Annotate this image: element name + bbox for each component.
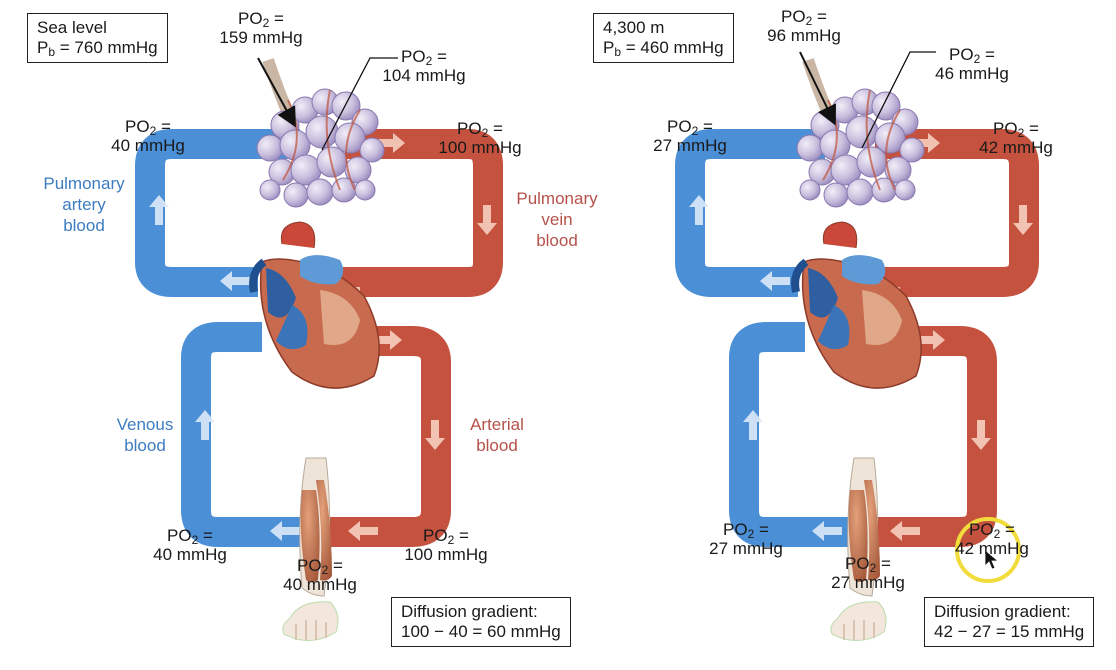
venous-blood-label: Venous blood	[116, 415, 174, 455]
inspired-arrow	[257, 57, 296, 128]
alveolar-po2-right: PO2 = 46 mmHg	[935, 45, 1009, 83]
pulmonary-vein-blood-label: Pulmonary vein blood	[516, 189, 598, 250]
arterial-po2-left: PO2 = 100 mmHg	[404, 526, 488, 564]
right-panel-loops	[675, 51, 1039, 641]
pulm-vein-po2-left: PO2 = 100 mmHg	[438, 119, 522, 157]
diffusion-gradient-box-right: Diffusion gradient: 42 − 27 = 15 mmHg	[924, 597, 1095, 647]
pulm-vein-po2-right: PO2 = 42 mmHg	[979, 119, 1053, 157]
alveolar-po2-left: PO2 = 104 mmHg	[382, 47, 466, 85]
pulm-artery-po2-right: PO2 = 27 mmHg	[653, 117, 727, 155]
heart-shape	[249, 221, 380, 389]
mouse-cursor-icon	[984, 549, 1000, 570]
venous-vessel-right	[729, 322, 858, 547]
arterial-blood-label: Arterial blood	[470, 415, 524, 455]
muscle-po2-left: PO2 = 40 mmHg	[283, 556, 357, 594]
highlight-ring	[955, 517, 1021, 583]
pulmonary-artery-vessel-right	[675, 129, 825, 297]
pulm-artery-po2-left: PO2 = 40 mmHg	[111, 117, 185, 155]
pulmonary-artery-vessel	[135, 129, 300, 297]
muscle-po2-right: PO2 = 27 mmHg	[831, 554, 905, 592]
pulmonary-artery-blood-label: Pulmonary artery blood	[43, 174, 125, 235]
diffusion-gradient-box-left: Diffusion gradient: 100 − 40 = 60 mmHg	[391, 597, 571, 647]
alveoli-cluster	[256, 88, 385, 208]
venous-vessel	[181, 322, 310, 547]
left-panel-loops	[135, 57, 503, 641]
leg-muscle-shape	[282, 457, 339, 641]
venous-po2-right: PO2 = 27 mmHg	[709, 520, 783, 558]
arterial-po2-right: PO2 = 42 mmHg	[955, 520, 1029, 558]
condition-box-right: 4,300 m Pb = 460 mmHg	[593, 13, 734, 63]
condition-box-left: Sea level Pb = 760 mmHg	[27, 13, 168, 63]
inspired-po2-right: PO2 = 96 mmHg	[767, 7, 841, 45]
alveolar-leader-line	[321, 57, 398, 151]
inspired-po2-left: PO2 = 159 mmHg	[219, 9, 303, 47]
venous-po2-left: PO2 = 40 mmHg	[153, 526, 227, 564]
